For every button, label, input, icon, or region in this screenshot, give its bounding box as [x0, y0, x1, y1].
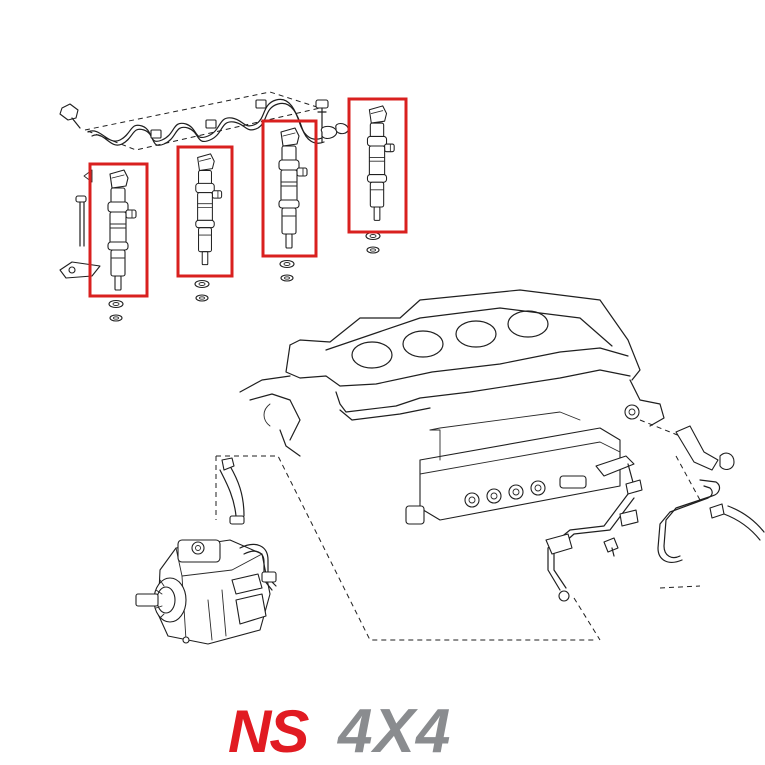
highlight-box-3	[261, 119, 318, 258]
clamp-hardware	[59, 169, 101, 279]
fuel-injector-3	[278, 127, 308, 282]
highlight-box-1	[88, 162, 149, 298]
highlight-box-2	[176, 145, 234, 278]
logo-ns-text: NS	[228, 698, 309, 765]
stud-bolt-icon	[315, 99, 329, 143]
injector-highlights	[88, 97, 408, 298]
fuel-injector-1	[107, 169, 137, 322]
ns4x4-logo: NS 4X4	[228, 697, 451, 765]
highlight-box-4	[347, 97, 408, 234]
fuel-injector-2	[194, 153, 223, 302]
injector-return-pipe	[545, 404, 765, 641]
logo-4x4-text: 4X4	[336, 697, 451, 765]
engine-block	[239, 289, 665, 457]
bolt-icon	[59, 103, 81, 129]
common-rail	[405, 411, 643, 525]
high-pressure-fuel-pump	[135, 455, 596, 645]
